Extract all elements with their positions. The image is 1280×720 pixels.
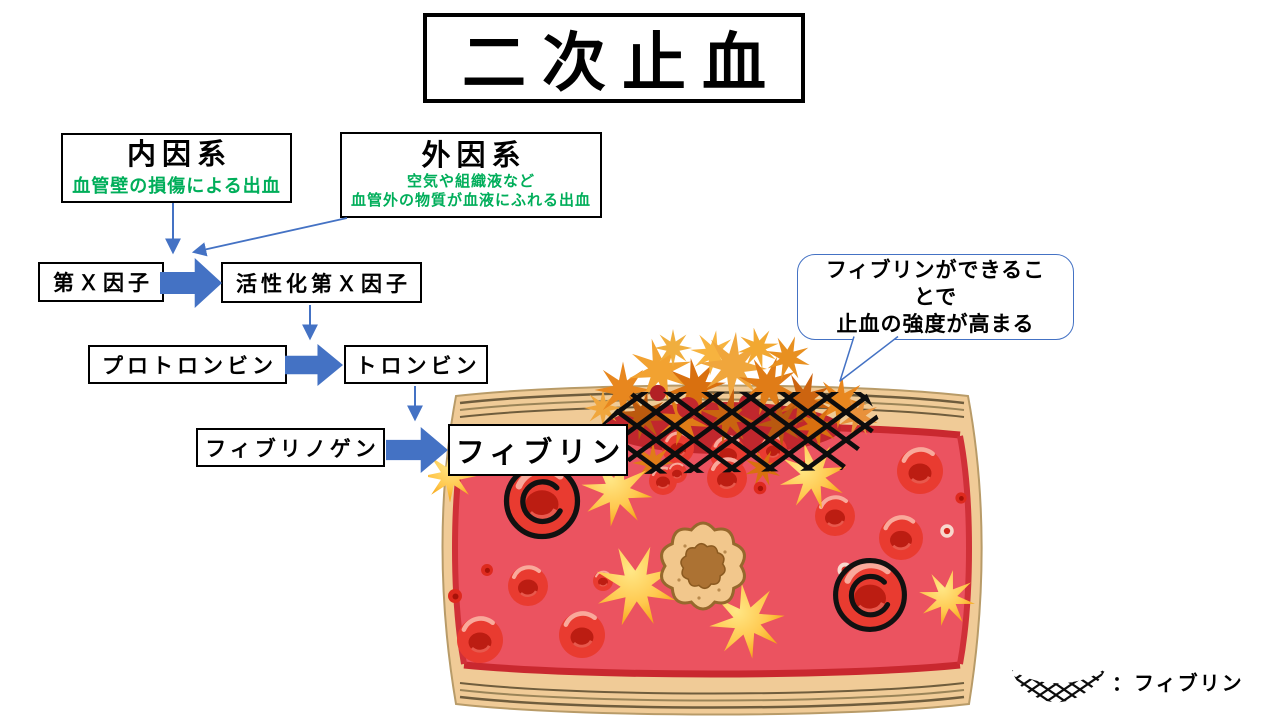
red-blood-cell-small [481,564,493,576]
page-title-text: 二次止血 [462,27,782,99]
extrinsic-system-box: 外因系 空気や組織液など 血管外の物質が血液にふれる出血 [340,132,602,218]
callout-line2: とで [913,285,958,309]
thrombin-label: トロンビン [355,354,481,378]
arrow-extrinsic-to-cascade [191,217,348,257]
block-arrow-right-icon [285,344,343,386]
callout-line3: 止血の強度が高まる [836,312,1035,336]
red-blood-cell-small [448,589,462,603]
red-blood-cell [897,448,943,494]
page-title: 二次止血 [423,13,805,103]
white-blood-cell [660,521,746,611]
factor-x-label: 第Ｘ因子 [53,272,153,295]
intrinsic-system-desc: 血管壁の損傷による出血 [72,176,281,196]
prothrombin-label: プロトロンビン [102,354,277,378]
red-blood-cell-small [753,481,767,495]
red-blood-cell [457,617,503,663]
intrinsic-system-title: 内因系 [126,139,232,171]
red-blood-cell [506,564,550,608]
fibrin-callout-bubble: フィブリンができるこ とで 止血の強度が高まる [797,254,1074,340]
legend-label: ：フィブリン [1112,673,1244,695]
extrinsic-system-desc-line1: 空気や組織液など [406,174,535,190]
fibrin-label: フィブリン [455,437,626,469]
factor-xa-box: 活性化第Ｘ因子 [221,262,422,303]
blood-vessel-illustration [428,328,983,716]
red-blood-cell [879,516,923,560]
extrinsic-system-title: 外因系 [421,140,527,172]
prothrombin-box: プロトロンビン [88,345,287,384]
callout-line1: フィブリンができるこ [825,258,1046,282]
thrombin-box: トロンビン [344,345,488,384]
factor-xa-label: 活性化第Ｘ因子 [236,272,411,296]
intrinsic-system-box: 内因系 血管壁の損傷による出血 [61,133,292,203]
fibrinogen-label: フィブリノゲン [205,437,380,461]
fibrin-box: フィブリン [448,424,628,476]
fibrin-mesh-icon [1012,668,1106,703]
red-blood-cell-small [955,492,967,504]
extrinsic-system-desc-line2: 血管外の物質が血液にふれる出血 [350,193,591,209]
platelet [654,329,692,367]
fibrin-mesh [596,392,880,474]
fibrinogen-box: フィブリノゲン [196,428,385,467]
red-blood-cell [559,612,605,658]
factor-x-box: 第Ｘ因子 [38,262,164,302]
block-arrow-right-icon [160,258,222,308]
red-blood-cell-small [940,524,954,538]
